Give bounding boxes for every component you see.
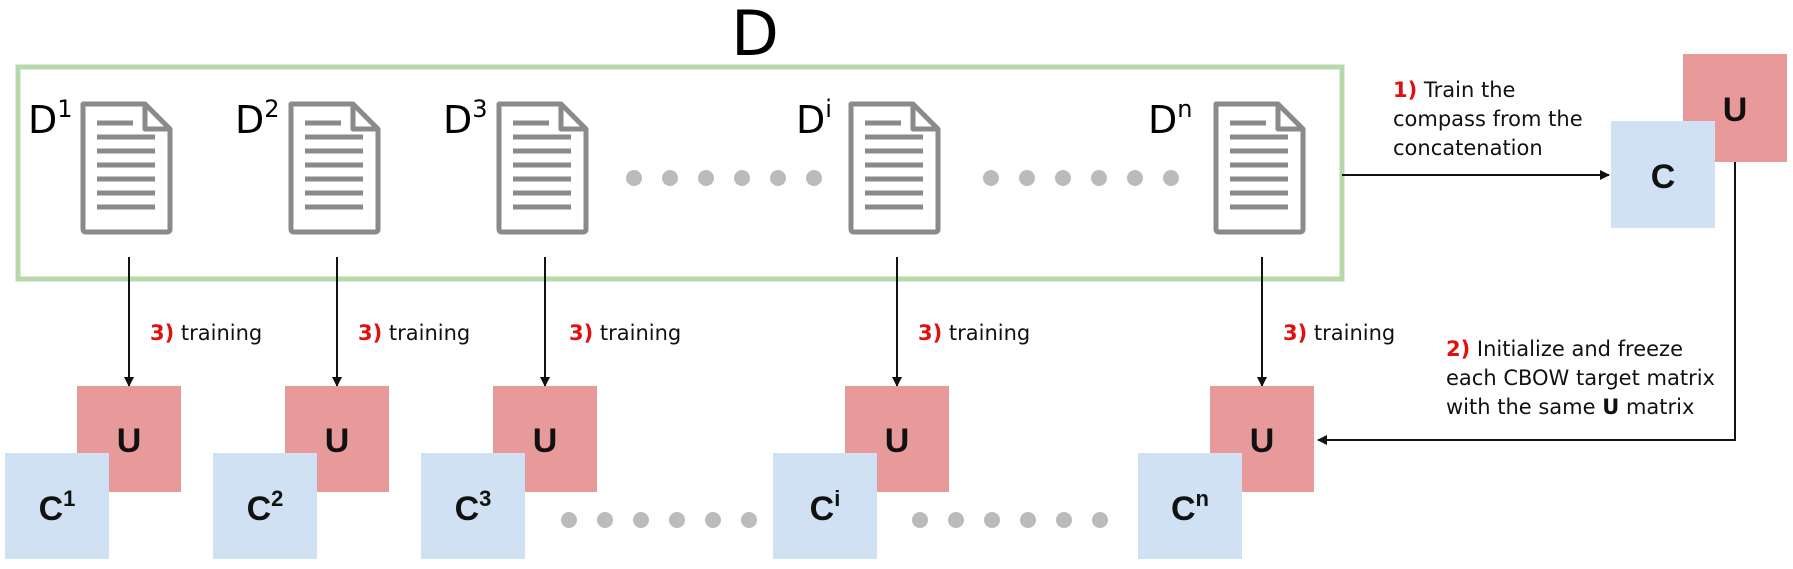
c-matrix-label: C2 xyxy=(247,486,284,528)
step1-label-line2: compass from the xyxy=(1393,107,1583,131)
doc-label-n: Dn xyxy=(1148,95,1192,142)
model-matrices-3: U C3 xyxy=(421,386,597,559)
model-matrices-n: U Cn xyxy=(1138,386,1314,559)
step3-label: 3) training xyxy=(918,321,1030,345)
c-matrix xyxy=(773,453,877,559)
step1-label-line3: concatenation xyxy=(1393,136,1543,160)
step2-label-line2: each CBOW target matrix xyxy=(1446,366,1715,390)
step3-label: 3) training xyxy=(1283,321,1395,345)
step3-label: 3) training xyxy=(150,321,262,345)
c-matrix xyxy=(421,453,525,559)
c-matrix xyxy=(1138,453,1242,559)
u-matrix-label: U xyxy=(325,422,350,460)
model-matrices-1: U C1 xyxy=(5,386,181,559)
u-matrix-label: U xyxy=(1250,422,1275,460)
ellipsis-dots-top-left xyxy=(626,170,822,186)
ellipsis-dots-bottom-right xyxy=(912,512,1108,528)
c-matrix xyxy=(5,453,109,559)
compass-matrices: U C xyxy=(1611,54,1787,228)
ellipsis-dots-bottom-left xyxy=(561,512,757,528)
corpus-box xyxy=(15,64,1345,282)
step1-label: 1) Train the xyxy=(1393,78,1515,102)
step2-label: 2) Initialize and freeze xyxy=(1446,337,1683,361)
u-matrix-label: U xyxy=(885,422,910,460)
doc-label-3: D3 xyxy=(443,95,488,142)
corpus-title: D xyxy=(731,0,779,70)
document-icon xyxy=(499,104,586,232)
model-matrices-i: U Ci xyxy=(773,386,949,559)
doc-label-1: D1 xyxy=(28,95,73,142)
document-icon xyxy=(851,104,938,232)
document-icon xyxy=(1216,104,1303,232)
doc-label-2: D2 xyxy=(235,95,280,142)
step3-label: 3) training xyxy=(569,321,681,345)
c-matrix-label: C1 xyxy=(39,486,76,528)
document-icon xyxy=(83,104,170,232)
doc-label-i: Di xyxy=(796,95,832,142)
compass-c-matrix xyxy=(1611,121,1715,228)
u-matrix-label: U xyxy=(533,422,558,460)
compass-u-label: U xyxy=(1723,91,1748,129)
step2-arrow xyxy=(1317,162,1736,445)
c-matrix xyxy=(213,453,317,559)
c-matrix-label: Ci xyxy=(810,486,841,528)
c-matrix-label: Cn xyxy=(1171,486,1209,528)
ellipsis-dots-top-right xyxy=(983,170,1179,186)
model-matrices-2: U C2 xyxy=(213,386,389,559)
document-icon xyxy=(291,104,378,232)
compass-c-label: C xyxy=(1651,158,1676,196)
step2-label-line3: with the same U matrix xyxy=(1446,395,1694,419)
u-matrix-label: U xyxy=(117,422,142,460)
step3-label: 3) training xyxy=(358,321,470,345)
c-matrix-label: C3 xyxy=(455,486,492,528)
